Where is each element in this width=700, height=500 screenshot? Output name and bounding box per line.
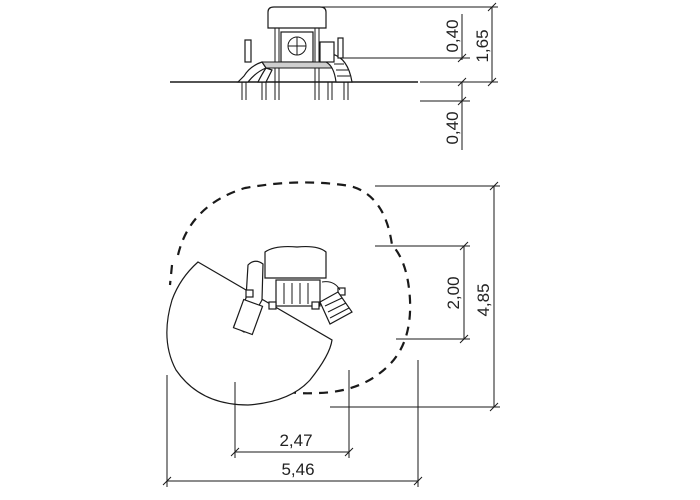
tick (489, 181, 499, 191)
tick (413, 476, 423, 486)
tick (459, 241, 469, 251)
tick (230, 447, 240, 457)
slide-chute (232, 298, 264, 336)
slide-rail (244, 39, 252, 63)
post-marker (245, 289, 254, 298)
tick (487, 2, 497, 12)
stair-step (329, 307, 350, 319)
roof-canopy (267, 6, 327, 29)
post-marker (268, 301, 277, 310)
dim-label-total-width: 5,46 (281, 460, 314, 479)
safety-zone-outline (168, 264, 174, 286)
side-panel (319, 41, 335, 63)
dim-label-inner-depth: 2,00 (444, 276, 463, 309)
tick (459, 334, 469, 344)
dim-label-below-ground: 0,40 (443, 111, 462, 144)
safety-zone-outline (176, 181, 412, 395)
tick (162, 476, 172, 486)
tick (487, 77, 497, 87)
platform (261, 61, 333, 69)
dim-label-inner-width: 2,47 (279, 431, 312, 450)
stair-step (327, 302, 347, 313)
elevation-view (170, 6, 418, 100)
tick (344, 447, 354, 457)
elevation-dimensions: 0,40 1,65 0,40 (318, 2, 498, 150)
dim-label-total-height: 1,65 (473, 29, 492, 62)
stair-rail (337, 37, 344, 59)
handrail (321, 281, 341, 291)
tick (489, 402, 499, 412)
stair-step (324, 297, 343, 307)
post-marker (311, 301, 320, 310)
dim-label-elevation-top: 0,40 (443, 19, 462, 52)
plan-view (166, 181, 412, 406)
plan-dimensions: 2,00 4,85 2,47 5,46 (162, 181, 500, 487)
tick (457, 96, 467, 106)
slide (236, 61, 267, 83)
dim-label-total-depth: 4,85 (474, 283, 493, 316)
tick (457, 77, 467, 87)
tick (457, 53, 467, 63)
roof-plan (264, 245, 327, 279)
